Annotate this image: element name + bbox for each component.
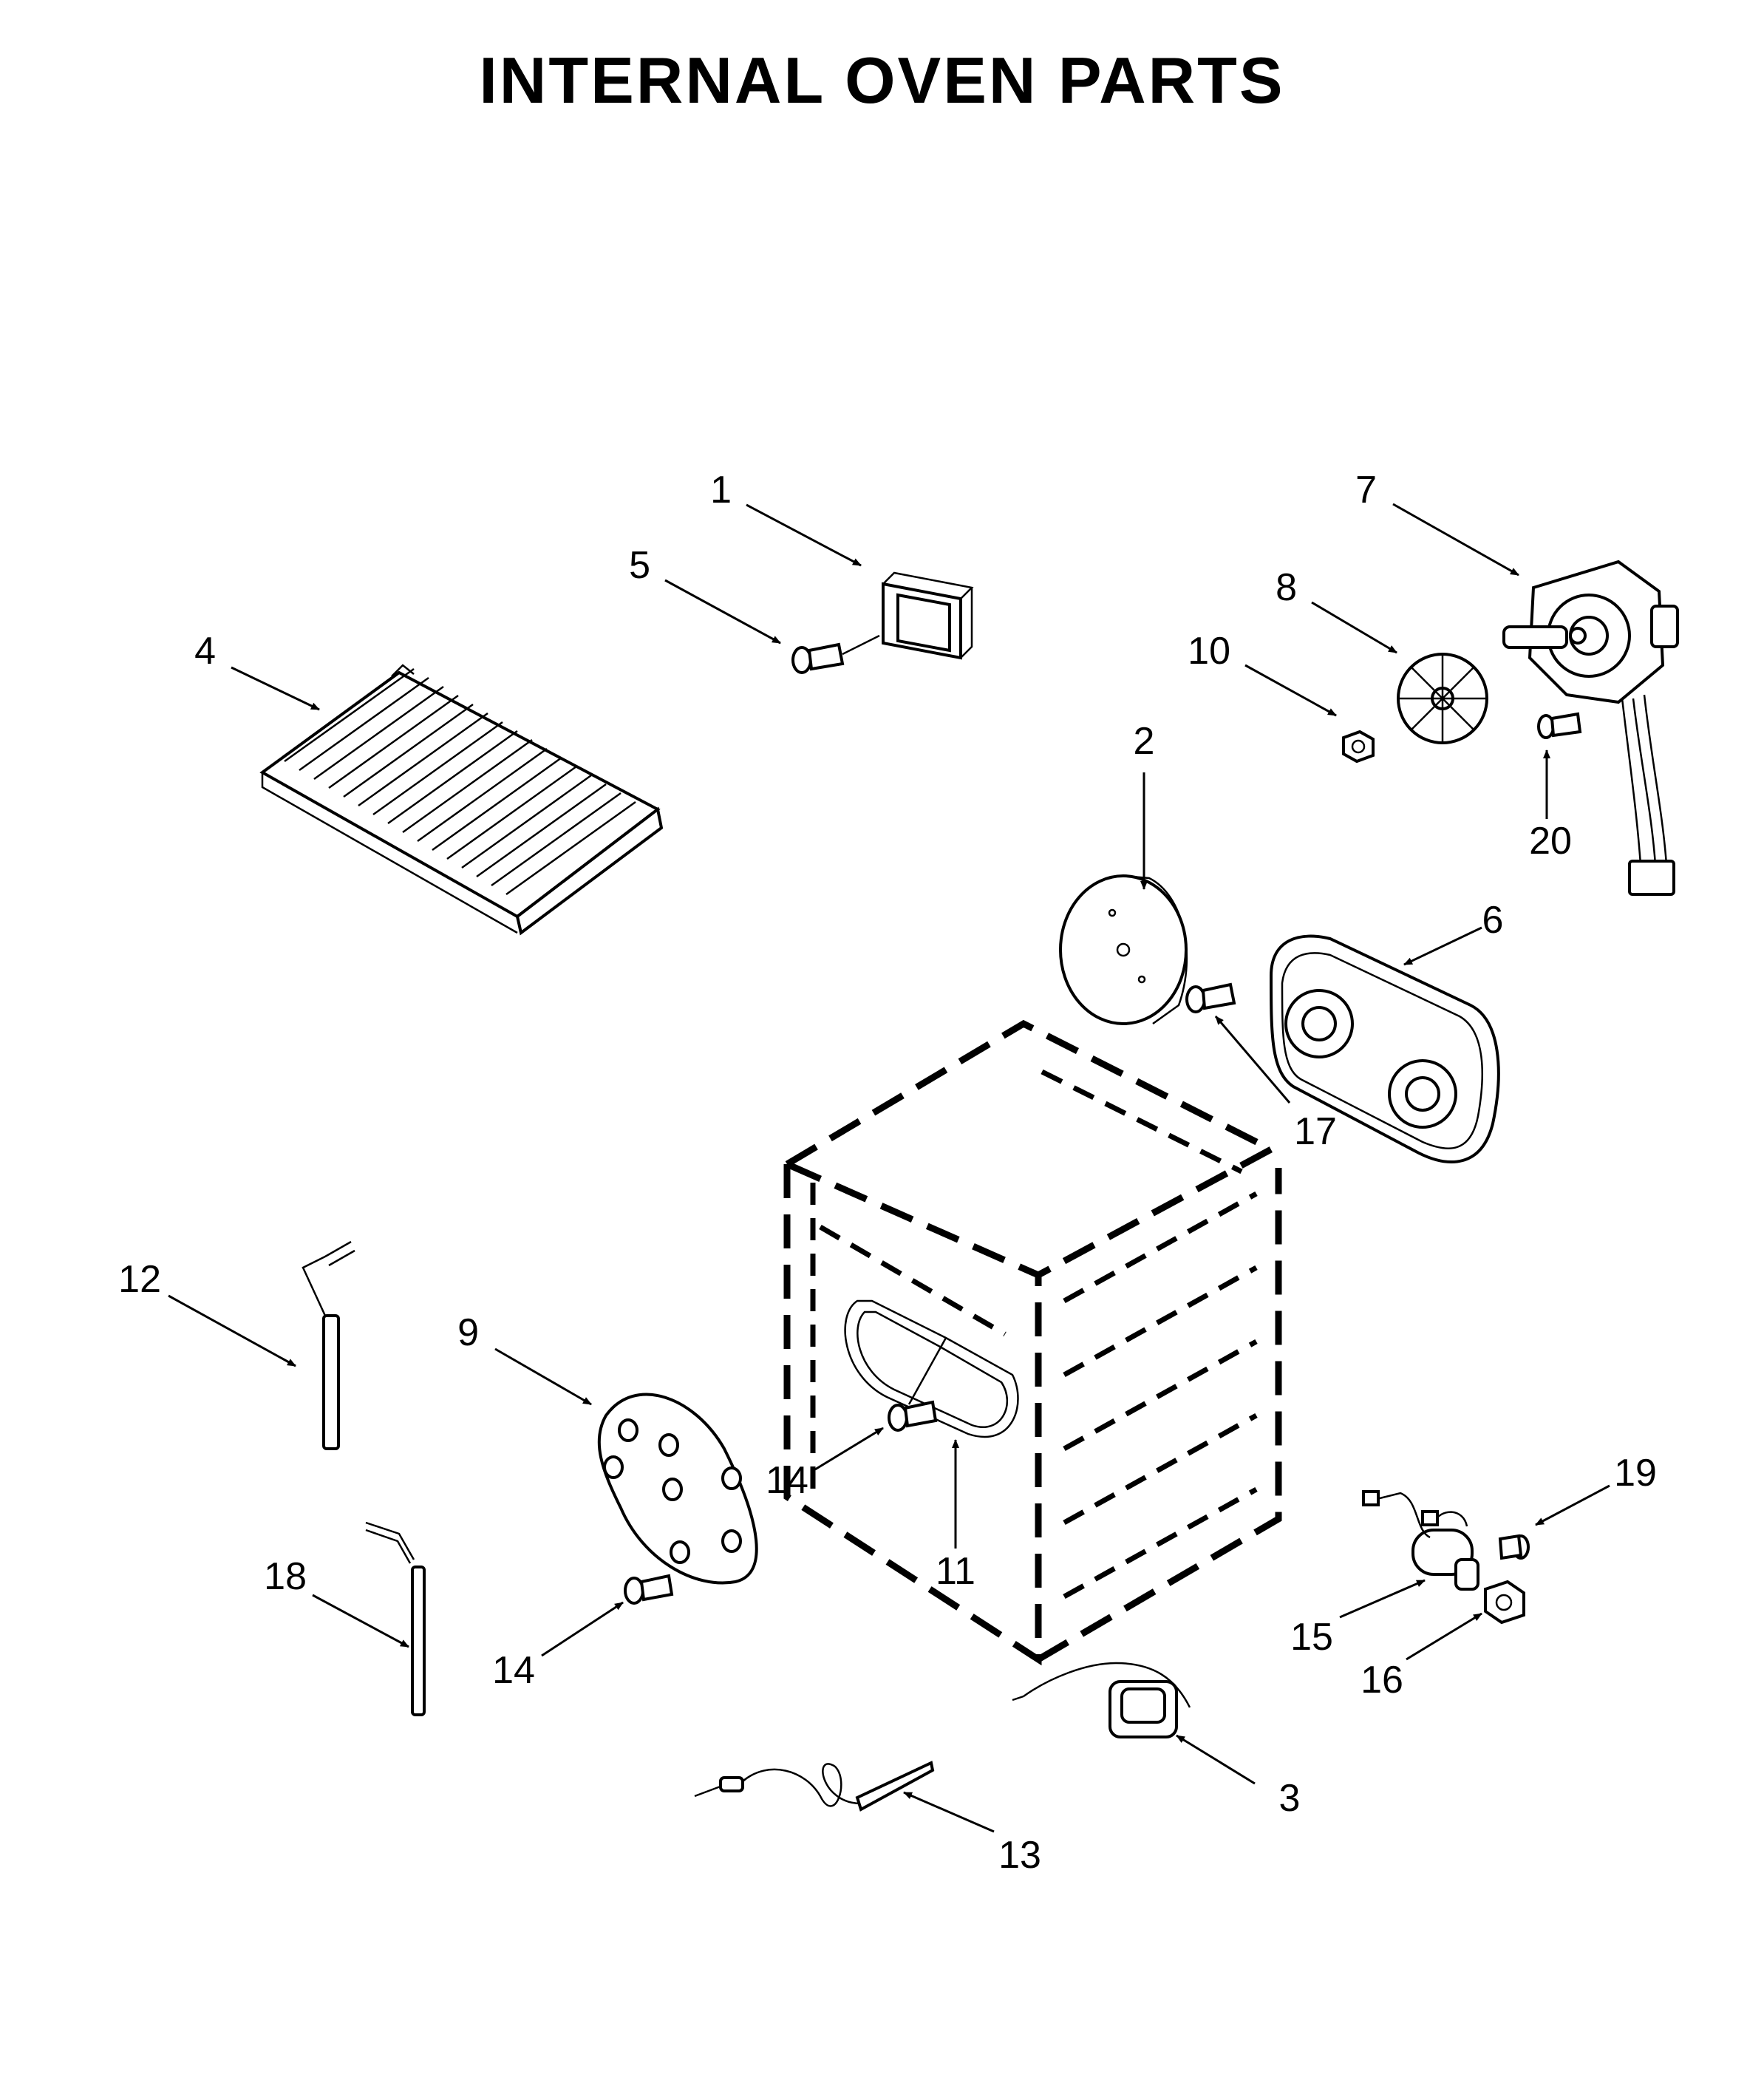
fan-motor-part-7 xyxy=(1502,560,1679,896)
fan-blade-part-8 xyxy=(1397,653,1488,744)
callout-13: 13 xyxy=(998,1834,1041,1877)
screw-part-14-upper xyxy=(888,1400,938,1432)
callout-2: 2 xyxy=(1134,720,1155,763)
callout-labels: 1 2 3 4 5 6 7 8 9 10 11 12 13 14 14 15 1… xyxy=(118,469,1657,1877)
callout-14-upper: 14 xyxy=(766,1459,808,1502)
bracket-part-1 xyxy=(882,571,974,660)
diagram-title: INTERNAL OVEN PARTS xyxy=(479,44,1285,117)
callout-18: 18 xyxy=(264,1555,307,1598)
sensor-block-part-3 xyxy=(1012,1662,1191,1738)
callout-14-lower: 14 xyxy=(492,1649,535,1692)
callout-15: 15 xyxy=(1290,1616,1333,1659)
leader-lines xyxy=(168,503,1610,1833)
screw-part-20 xyxy=(1537,712,1582,739)
callout-7: 7 xyxy=(1355,469,1377,511)
screw-part-17 xyxy=(1185,982,1236,1013)
callout-8: 8 xyxy=(1276,566,1297,609)
callout-1: 1 xyxy=(710,469,732,511)
rear-panel-part-6 xyxy=(1269,934,1500,1163)
screw-part-14-lower xyxy=(624,1574,674,1605)
sensor-part-18 xyxy=(365,1521,426,1716)
callout-17: 17 xyxy=(1294,1110,1337,1153)
igniter-part-15 xyxy=(1362,1490,1479,1591)
callout-19: 19 xyxy=(1614,1452,1657,1495)
callout-10: 10 xyxy=(1188,630,1230,673)
oven-rack-part-4 xyxy=(259,664,664,936)
callout-20: 20 xyxy=(1529,820,1572,863)
screw-part-5 xyxy=(791,634,880,674)
fan-cover-part-2 xyxy=(1059,874,1188,1025)
callout-12: 12 xyxy=(118,1258,161,1301)
gasket-plate-part-9 xyxy=(597,1393,758,1585)
nut-part-10 xyxy=(1342,730,1375,764)
meat-probe-part-13 xyxy=(694,1761,935,1812)
callout-6: 6 xyxy=(1482,899,1504,942)
screw-part-19 xyxy=(1498,1534,1530,1560)
nut-part-16 xyxy=(1484,1580,1525,1625)
oven-cavity xyxy=(780,1019,1282,1666)
callout-11: 11 xyxy=(936,1550,975,1593)
callout-16: 16 xyxy=(1361,1659,1403,1702)
bake-element-part-11 xyxy=(844,1299,1019,1438)
callout-5: 5 xyxy=(629,544,650,587)
callout-4: 4 xyxy=(194,630,216,673)
callout-9: 9 xyxy=(457,1311,479,1354)
callout-3: 3 xyxy=(1279,1777,1301,1820)
sensor-part-12 xyxy=(302,1240,355,1450)
